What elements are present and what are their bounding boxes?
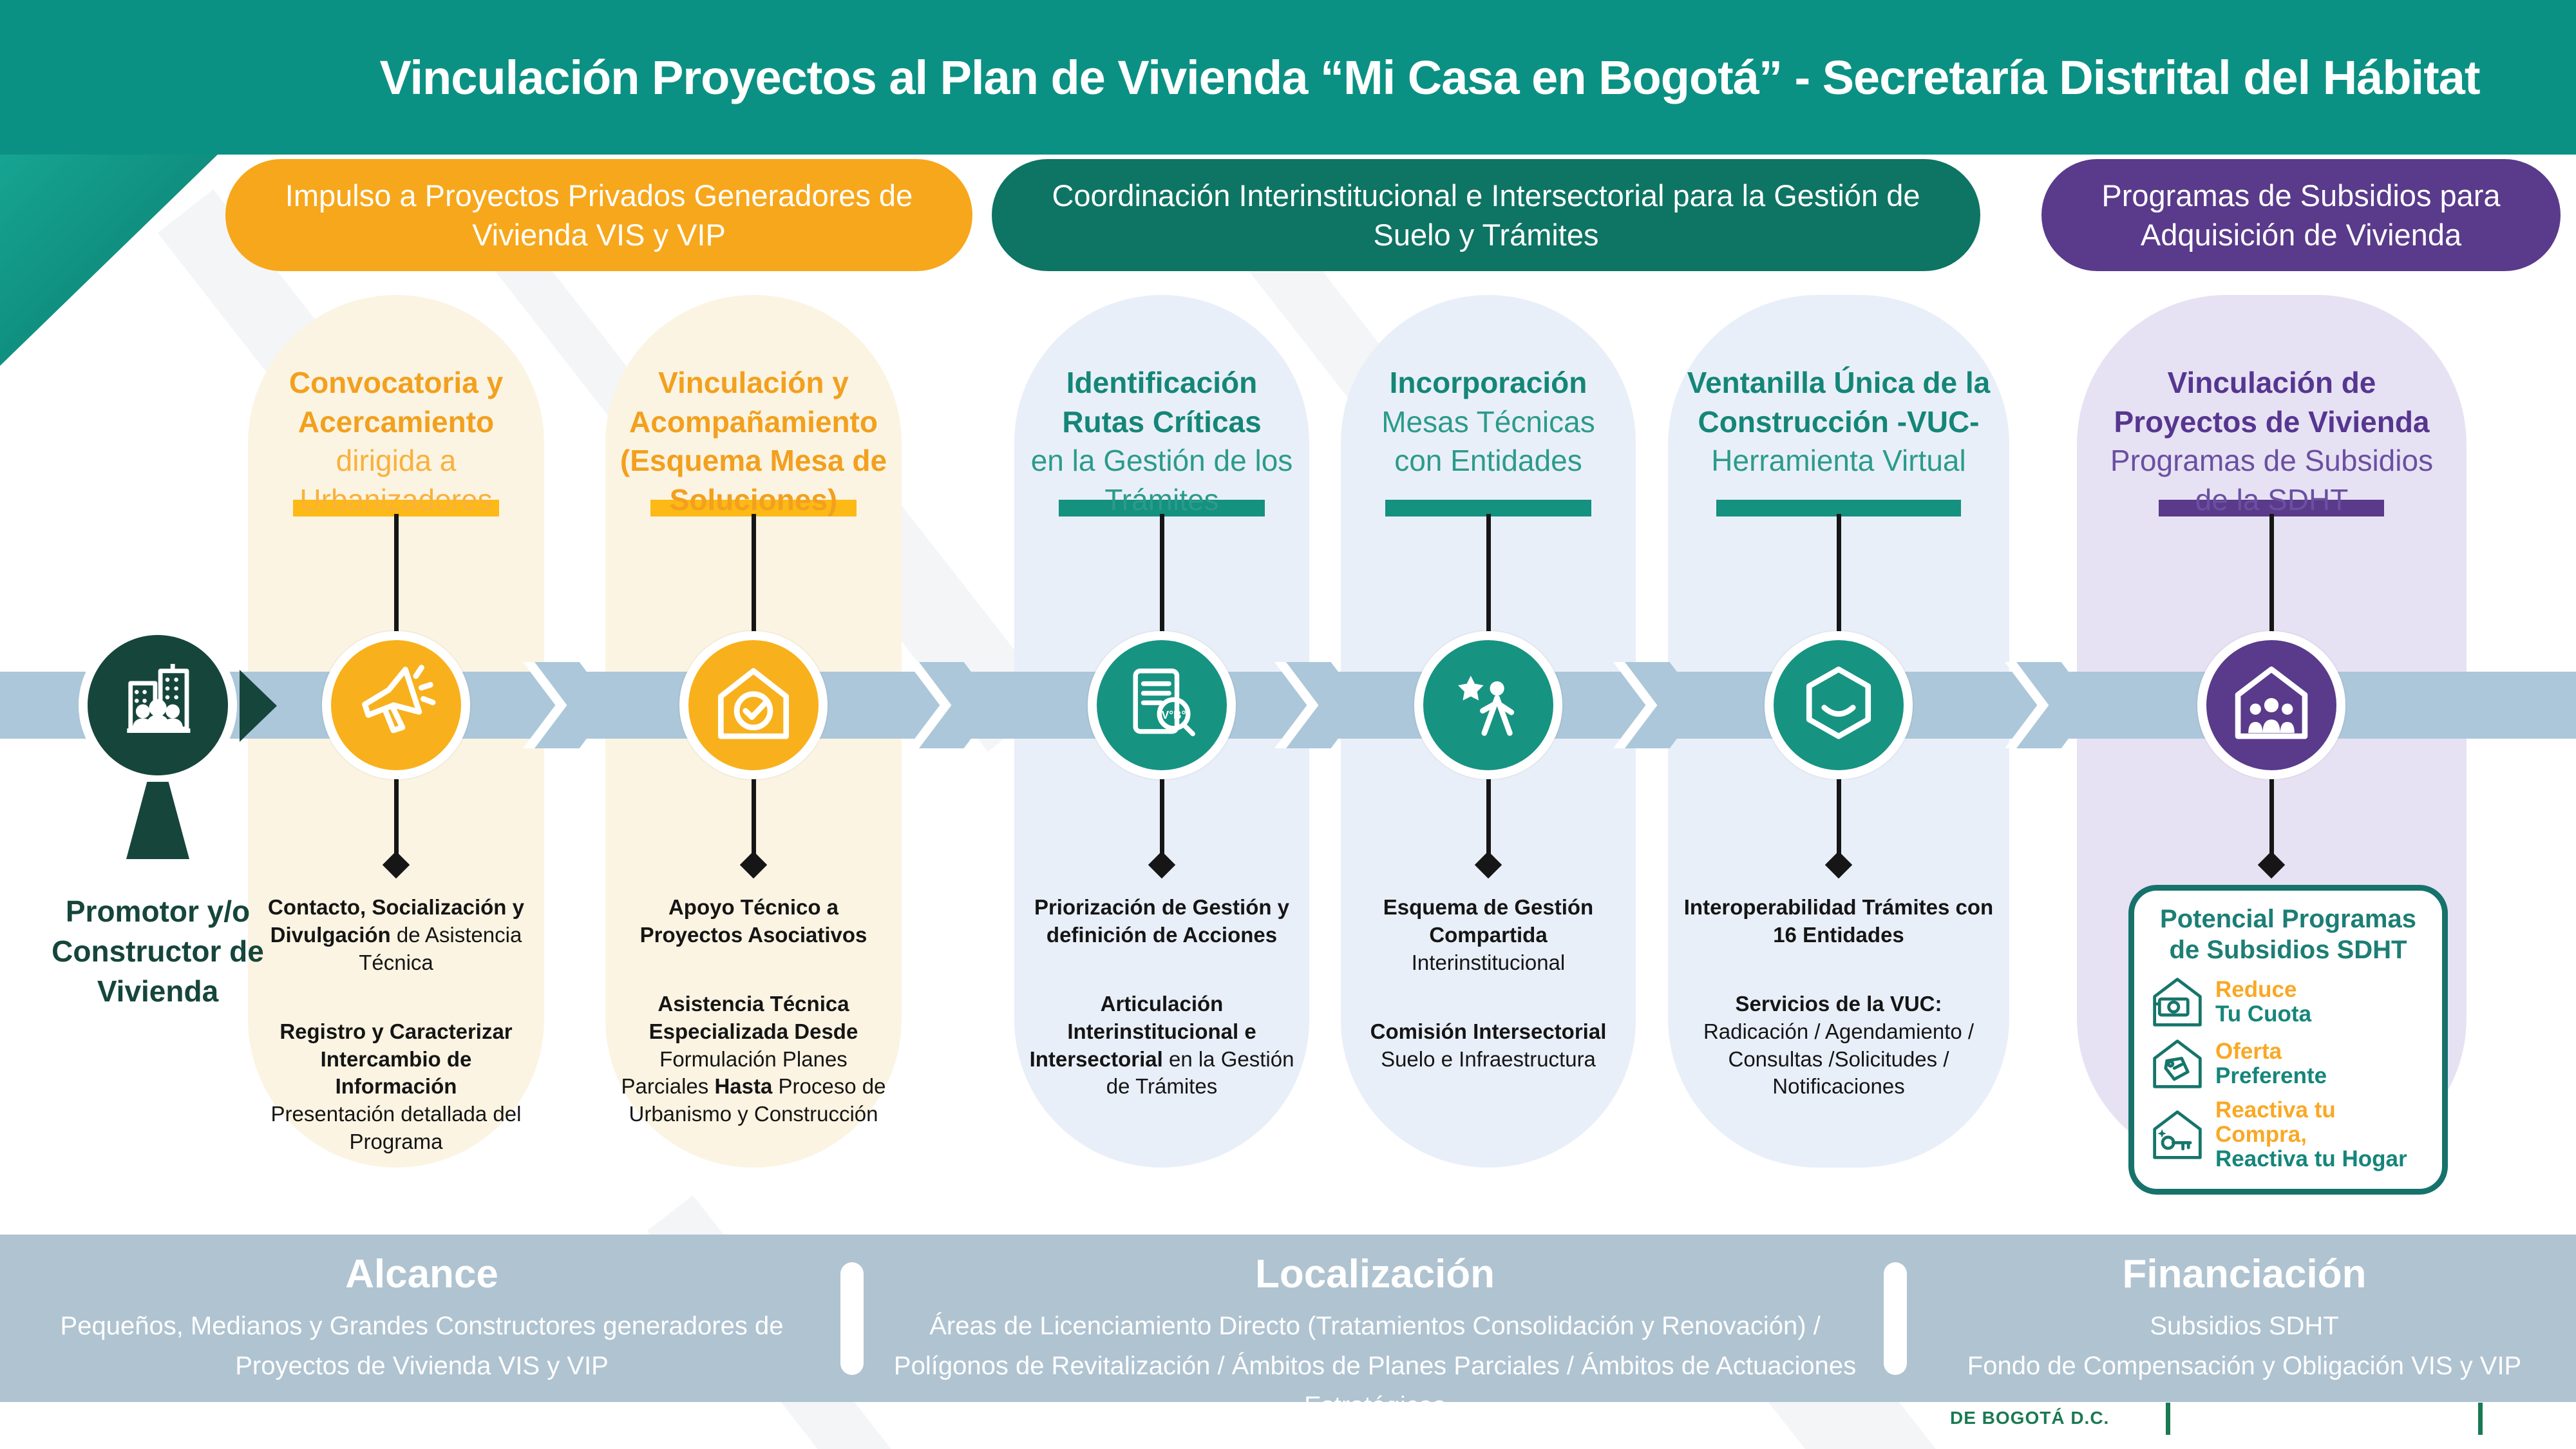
subsidy-programs-box: Potencial Programas de Subsidios SDHT Re… <box>2128 885 2448 1195</box>
note: Priorización de Gestión y definición de … <box>1034 895 1290 947</box>
footer-section-body: Pequeños, Medianos y Grandes Constructor… <box>60 1312 784 1380</box>
subsidy-item-reduce-tu-cuota: Reduce Tu Cuota <box>2150 974 2427 1030</box>
notes-vinculacion: Apoyo Técnico a Proyectos Asociativos As… <box>617 894 890 1170</box>
pill-coordinacion: Coordinación Interinstitucional e Inters… <box>992 159 1980 271</box>
title-underline <box>2159 500 2384 516</box>
actor-label: Promotor y/o Constructor de Vivienda <box>52 895 264 1009</box>
subsidy-item-label: Reactiva tu Compra, Reactiva tu Hogar <box>2215 1097 2407 1171</box>
column-title-vuc: Ventanilla Única de la Construcción -VUC… <box>1687 366 1991 478</box>
title-underline <box>650 500 857 516</box>
notes-convocatoria: Contacto, Socialización y Divulgación de… <box>261 894 531 1197</box>
subsidy-box-title: Potencial Programas de Subsidios SDHT <box>2160 905 2416 964</box>
node-vuc <box>1765 631 1913 779</box>
logo-separator <box>2478 1403 2483 1435</box>
actor-stand <box>126 782 189 859</box>
node-incorporacion <box>1414 631 1562 779</box>
note: Interoperabilidad Trámites con 16 Entida… <box>1683 895 1994 947</box>
note: Articulación Interinstitucional e Inters… <box>1029 991 1294 1099</box>
note: Contacto, Socialización y Divulgación de… <box>268 895 524 974</box>
subsidy-item-oferta-preferente: Oferta Preferente <box>2150 1036 2427 1092</box>
connector-line <box>1160 778 1164 858</box>
connector-line <box>752 778 756 858</box>
header-bar: Vinculación Proyectos al Plan de Viviend… <box>0 0 2576 155</box>
logo-separator <box>2166 1403 2170 1435</box>
footer-section-body: Áreas de Licenciamiento Directo (Tratami… <box>893 1312 1857 1420</box>
house-check-icon <box>717 668 790 739</box>
connector-line <box>752 514 756 632</box>
actor-circle <box>79 626 237 784</box>
connector-line <box>1837 778 1841 858</box>
footer-section-title: Financiación <box>2122 1252 2367 1296</box>
footer-section-body: Subsidios SDHT Fondo de Compensación y O… <box>1967 1312 2522 1380</box>
arrow-right-icon <box>2016 662 2094 748</box>
title-underline <box>1385 500 1591 516</box>
notes-vuc: Interoperabilidad Trámites con 16 Entida… <box>1678 894 1999 1142</box>
house-tag-icon <box>2153 1039 2202 1088</box>
note: Registro y Caracterizar Intercambio de I… <box>270 1019 522 1154</box>
footer-divider <box>1884 1262 1907 1375</box>
footer-section-title: Localización <box>1255 1252 1495 1296</box>
bogota-logo-text: DE BOGOTÁ D.C. <box>1950 1408 2110 1428</box>
star-person-icon <box>1458 676 1515 736</box>
footer-section-localizacion: Localización Áreas de Licenciamiento Dir… <box>892 1251 1858 1426</box>
hexagon-chat-icon <box>1806 667 1871 739</box>
footer-section-financiacion: Financiación Subsidios SDHT Fondo de Com… <box>1932 1251 2557 1386</box>
node-convocatoria <box>322 631 470 779</box>
footer-section-title: Alcance <box>345 1252 498 1296</box>
pill-impulso-proyectos: Impulso a Proyectos Privados Generadores… <box>225 159 972 271</box>
subsidy-item-label: Oferta Preferente <box>2215 1039 2327 1088</box>
title-underline <box>1059 500 1265 516</box>
footer-strip <box>0 1235 2576 1402</box>
subsidy-item-label: Reduce Tu Cuota <box>2215 977 2312 1027</box>
connector-line <box>2269 514 2274 632</box>
page-title: Vinculación Proyectos al Plan de Viviend… <box>379 50 2480 104</box>
note: Apoyo Técnico a Proyectos Asociativos <box>639 895 867 947</box>
house-money-icon <box>2153 978 2202 1027</box>
footer-section-alcance: Alcance Pequeños, Medianos y Grandes Con… <box>19 1251 824 1386</box>
column-title-vinculacion: Vinculación y Acompañamiento (Esquema Me… <box>620 366 887 517</box>
note: Servicios de la VUC:Radicación / Agendam… <box>1703 991 1975 1099</box>
pill-programas-subsidios: Programas de Subsidios para Adquisición … <box>2041 159 2561 271</box>
arrow-right-icon <box>1625 662 1702 748</box>
title-underline <box>293 500 499 516</box>
megaphone-icon <box>362 665 436 734</box>
house-key-icon <box>2153 1110 2202 1159</box>
arrow-right-icon <box>535 662 612 748</box>
connector-line <box>1486 778 1491 858</box>
svg-text:V°B°: V°B° <box>1162 708 1186 721</box>
node-vinculacion <box>679 631 828 779</box>
buildings-people-icon <box>127 663 191 733</box>
connector-line <box>1486 514 1491 632</box>
notes-rutas-criticas: Priorización de Gestión y definición de … <box>1026 894 1298 1142</box>
node-vinculacion-proyectos <box>2197 631 2345 779</box>
footer-divider <box>840 1262 864 1375</box>
connector-line <box>1160 514 1164 632</box>
arrow-right-icon <box>1286 662 1363 748</box>
connector-line <box>1837 514 1841 632</box>
connector-line <box>394 514 399 632</box>
document-approval-icon: V°B° <box>1133 668 1195 737</box>
connector-line <box>394 778 399 858</box>
house-family-icon <box>2235 667 2308 739</box>
title-underline <box>1716 500 1961 516</box>
connector-line <box>2269 778 2274 858</box>
subsidy-item-reactiva: Reactiva tu Compra, Reactiva tu Hogar <box>2150 1098 2427 1171</box>
node-rutas-criticas: V°B° <box>1088 631 1236 779</box>
note: Asistencia Técnica Especializada Desde F… <box>621 991 886 1126</box>
arrow-right-icon <box>919 662 996 748</box>
